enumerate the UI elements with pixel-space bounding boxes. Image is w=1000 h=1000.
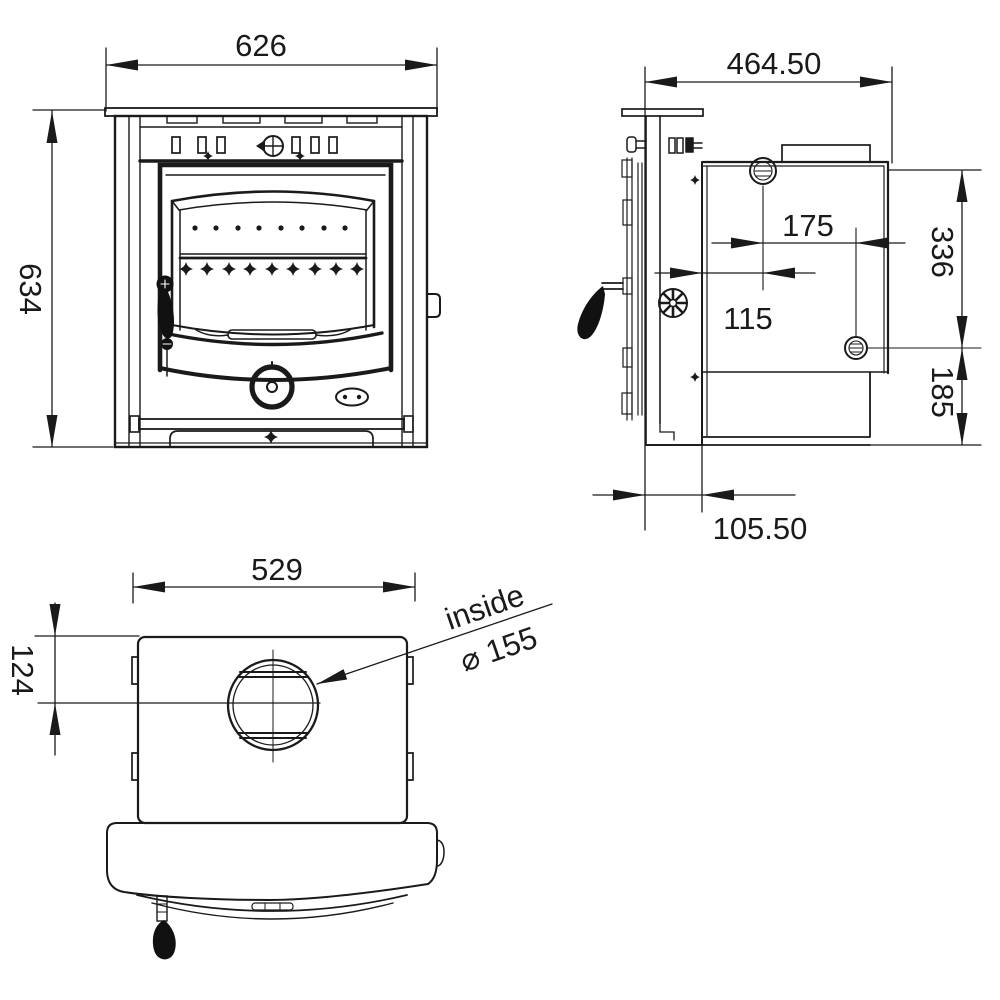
ash-lip [129,415,414,433]
arrow-right-icon [405,59,437,71]
sparkle-mark-icon [690,372,700,382]
door-handle [156,275,175,377]
front-side-trims [128,115,414,448]
dim-336-label: 336 [925,226,960,278]
dim-115-label: 115 [723,301,772,336]
top-view [34,572,553,960]
top-side-tabs [131,656,414,781]
dim-175-label: 175 [782,208,834,243]
door-knob [249,361,295,410]
side-door-handle [577,282,624,340]
glass-dot-row [192,225,348,231]
front-body [113,114,429,449]
flue-collar-side [749,157,777,291]
dim-185-label: 185 [925,366,960,418]
dimension-634 [32,109,114,448]
stove-door [156,162,394,410]
front-air-control-band [138,126,404,163]
door-window-frame [170,190,376,331]
air-rosette [658,288,688,318]
door-glass [162,225,384,347]
door-latch-keeper [426,293,441,318]
side-door-stack [621,157,643,421]
ornament-cross-icon [264,430,278,444]
dimension-529 [132,572,416,604]
top-front-section [106,822,445,920]
dimension-115 [654,267,816,279]
dimension-105-50 [592,444,796,513]
leader-arrow-icon [317,669,348,684]
arrow-up-icon [46,111,58,143]
dimension-626 [105,47,438,112]
badge-oval [335,387,369,407]
dim-529-label: 529 [251,552,303,587]
side-top-plate [621,108,704,117]
arrow-down-icon [46,415,58,447]
top-latch-bump [436,839,445,867]
dim-626-label: 626 [235,28,287,63]
glass-star-row [179,262,364,276]
side-front-frame [645,115,708,446]
dimension-336 [887,169,982,349]
flue-collar-top [226,649,320,763]
flue-boss-block [781,144,871,163]
ashpan-cover [169,430,374,448]
damper-knob [256,135,284,157]
top-door-handle [152,895,176,960]
sparkle-mark-icon [690,175,700,185]
dim-634-label: 634 [13,263,48,315]
side-view [577,66,982,531]
side-body [645,144,890,446]
arrow-left-icon [106,59,138,71]
flue-diameter-callout [316,603,553,685]
dim-124-label: 124 [5,644,40,696]
dimension-labels: 626 634 464.50 175 115 336 185 105.50 52… [5,28,960,696]
side-top-controls [626,136,703,154]
dim-464-50-label: 464.50 [727,46,822,81]
dimension-175 [711,237,906,249]
dimension-464-50 [644,66,893,531]
front-view [32,47,441,449]
dim-105-50-label: 105.50 [713,511,808,546]
dimension-185 [869,347,982,446]
air-vent-slots [171,136,338,154]
